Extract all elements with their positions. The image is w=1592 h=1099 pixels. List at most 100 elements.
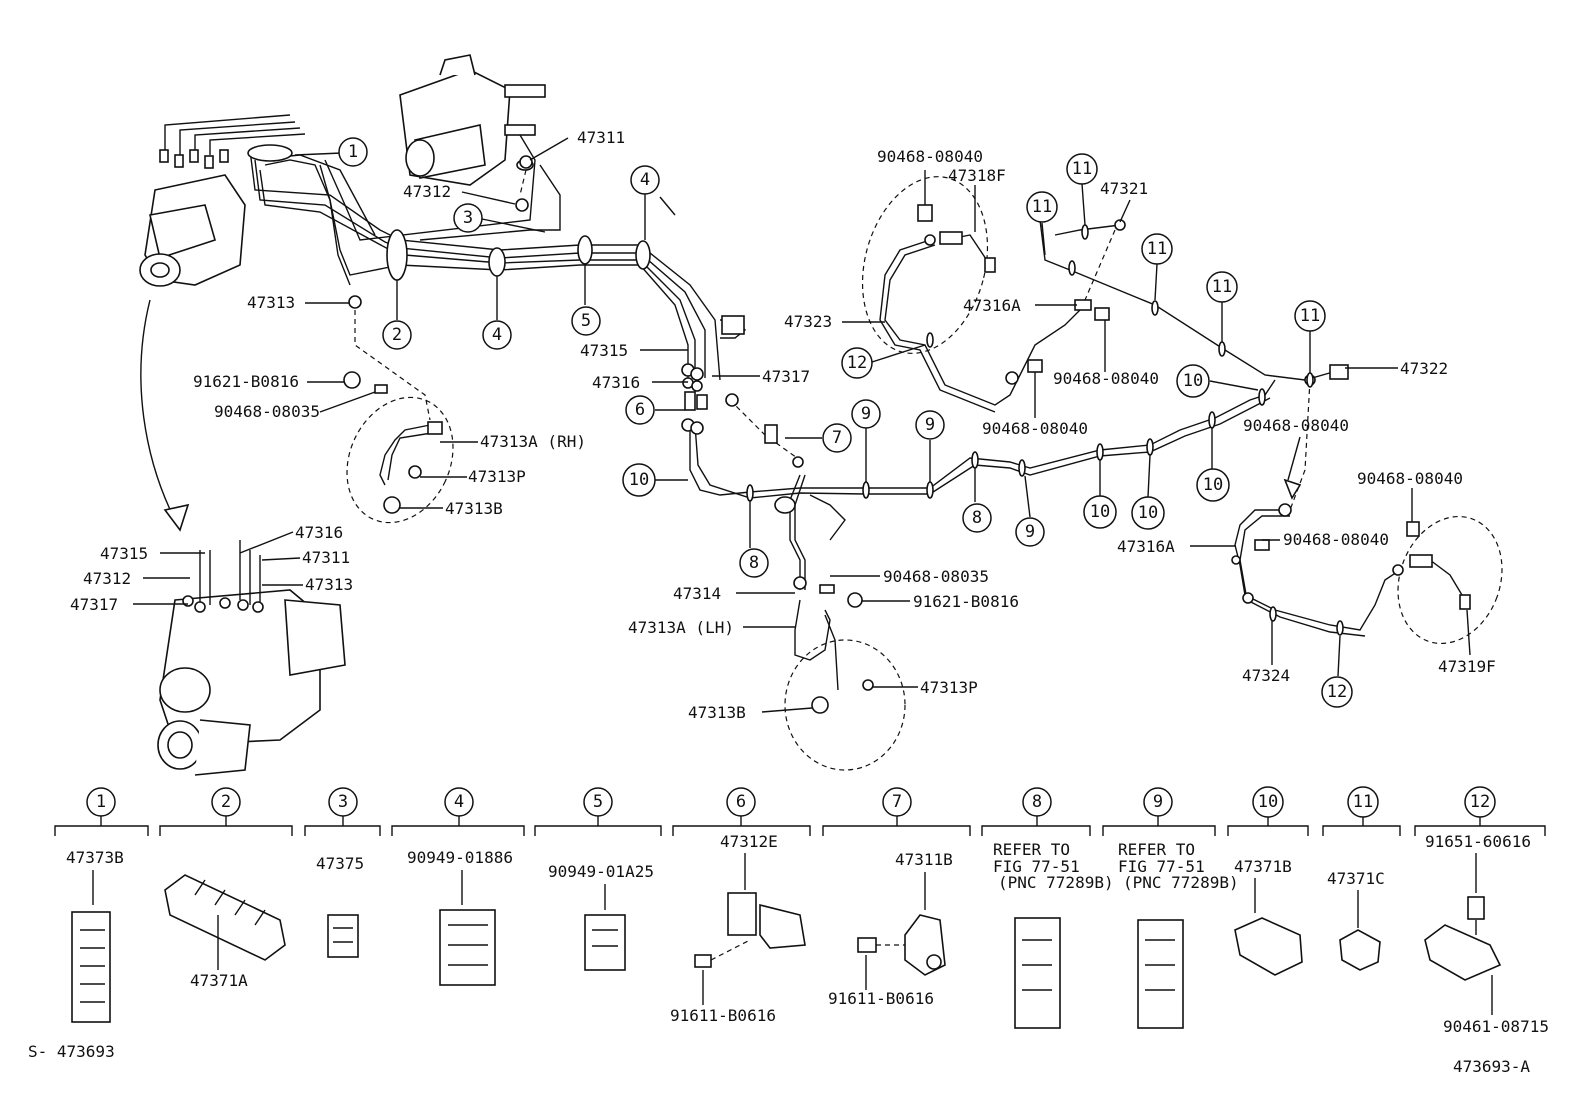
legend-icon-3	[327, 914, 359, 958]
circle-num-12b: 12	[1327, 682, 1347, 702]
circle-num-12a: 12	[847, 353, 867, 373]
circle-num-4a: 4	[640, 170, 650, 190]
label-47319f: 47319F	[1438, 657, 1496, 676]
legend-icon-10	[1234, 917, 1303, 976]
legend: 1 47373B 2 47371A 3 47375 4 90949-01886 …	[54, 786, 1549, 1036]
legend-icon-8	[1014, 917, 1061, 1029]
legend-part-5: 90949-01A25	[548, 862, 654, 881]
label-47322: 47322	[1400, 359, 1448, 378]
legend-part-9: REFER TO	[1118, 840, 1195, 859]
callout-labels: 47311 47312 47313 91621-B0816 90468-0803…	[70, 128, 1496, 722]
label-47312-top: 47312	[403, 182, 451, 201]
label-91621-b0816-lh: 91621-B0816	[913, 592, 1019, 611]
legend-num-5: 5	[593, 792, 603, 812]
leader-lines	[133, 137, 1471, 713]
legend-num-12: 12	[1470, 792, 1490, 812]
label-47321: 47321	[1100, 179, 1148, 198]
legend-icon-6	[694, 892, 806, 968]
circle-num-7: 7	[832, 428, 842, 448]
circle-num-11d: 11	[1212, 277, 1232, 297]
legend-icon-4	[439, 909, 496, 986]
legend-icon-2	[164, 874, 286, 961]
label-90468-08040-d: 90468-08040	[1243, 416, 1349, 435]
main-tube-bundle	[247, 134, 747, 381]
label-91621-b0816-rh: 91621-B0816	[193, 372, 299, 391]
abs-actuator-bottom	[157, 540, 346, 776]
label-47313-top: 47313	[247, 293, 295, 312]
label-47313a-rh: 47313A (RH)	[480, 432, 586, 451]
diagram-id-left: S- 473693	[28, 1042, 115, 1061]
legend-num-6: 6	[736, 792, 746, 812]
legend-icon-11	[1339, 929, 1381, 971]
label-47317-abs: 47317	[70, 595, 118, 614]
legend-fig-8: FIG 77-51	[993, 857, 1080, 876]
rear-right-lower	[1231, 503, 1503, 645]
label-47318f: 47318F	[948, 166, 1006, 185]
circle-num-11b: 11	[1032, 197, 1052, 217]
legend-num-2: 2	[221, 792, 231, 812]
legend-num-8: 8	[1032, 792, 1042, 812]
legend-num-1: 1	[96, 792, 106, 812]
label-47316: 47316	[592, 373, 640, 392]
circle-num-10e: 10	[1183, 371, 1203, 391]
label-47313b-rh: 47313B	[445, 499, 503, 518]
circle-num-11a: 11	[1072, 159, 1092, 179]
master-cylinder	[399, 54, 546, 186]
legend-num-11: 11	[1353, 792, 1373, 812]
legend-icon-12	[1424, 896, 1502, 981]
circle-num-10b: 10	[1090, 502, 1110, 522]
circled-numbers: 1 2 3 4 4 4 5 6 7 8 8 9 9 9 10 10 10 10 …	[338, 137, 1353, 708]
legend-num-10: 10	[1258, 792, 1278, 812]
legend-num-3: 3	[338, 792, 348, 812]
label-47316-abs: 47316	[295, 523, 343, 542]
label-47316a-lower: 47316A	[1117, 537, 1175, 556]
legend-extra-6: 91611-B0616	[670, 1006, 776, 1025]
label-47311-abs: 47311	[302, 548, 350, 567]
label-47311-top: 47311	[577, 128, 625, 147]
circle-num-10a: 10	[629, 470, 649, 490]
legend-num-9: 9	[1153, 792, 1163, 812]
legend-icon-7	[857, 914, 946, 976]
legend-pnc-8: (PNC 77289B)	[998, 873, 1114, 892]
front-right-hose	[343, 155, 533, 524]
legend-part-10: 47371B	[1234, 857, 1292, 876]
label-47313p-rh: 47313P	[468, 467, 526, 486]
label-90468-08040-c: 90468-08040	[982, 419, 1088, 438]
legend-part-4: 90949-01886	[407, 848, 513, 867]
abs-actuator-top	[139, 114, 306, 287]
legend-part-1: 47373B	[66, 848, 124, 867]
legend-fig-9: FIG 77-51	[1118, 857, 1205, 876]
legend-num-7: 7	[892, 792, 902, 812]
legend-part-6: 47312E	[720, 832, 778, 851]
diagram-id-right: 473693-A	[1453, 1057, 1530, 1076]
legend-part-3: 47375	[316, 854, 364, 873]
curved-arrow	[140, 299, 176, 521]
legend-icon-1	[71, 911, 111, 1023]
label-90468-08040-e: 90468-08040	[1357, 469, 1463, 488]
legend-part-12: 91651-60616	[1425, 832, 1531, 851]
legend-pnc-9: (PNC 77289B)	[1123, 873, 1239, 892]
label-47315: 47315	[580, 341, 628, 360]
label-47314: 47314	[673, 584, 721, 603]
legend-part-8: REFER TO	[993, 840, 1070, 859]
legend-icon-5	[584, 914, 626, 971]
label-47315-abs: 47315	[100, 544, 148, 563]
circle-num-11e: 11	[1300, 306, 1320, 326]
label-90468-08040-f: 90468-08040	[1283, 530, 1389, 549]
legend-num-4: 4	[454, 792, 464, 812]
legend-part-11: 47371C	[1327, 869, 1385, 888]
label-47313-abs: 47313	[305, 575, 353, 594]
legend-extra-7: 91611-B0616	[828, 989, 934, 1008]
label-47317: 47317	[762, 367, 810, 386]
circle-num-1: 1	[348, 142, 358, 162]
circle-num-9c: 9	[1025, 522, 1035, 542]
legend-part-7: 47311B	[895, 850, 953, 869]
label-47313b-lh: 47313B	[688, 703, 746, 722]
tube-clips	[746, 224, 1344, 636]
upper-right-tube	[1039, 219, 1349, 511]
circle-num-8b: 8	[972, 508, 982, 528]
label-90468-08040-a: 90468-08040	[877, 147, 983, 166]
label-47323: 47323	[784, 312, 832, 331]
label-47313p-lh: 47313P	[920, 678, 978, 697]
